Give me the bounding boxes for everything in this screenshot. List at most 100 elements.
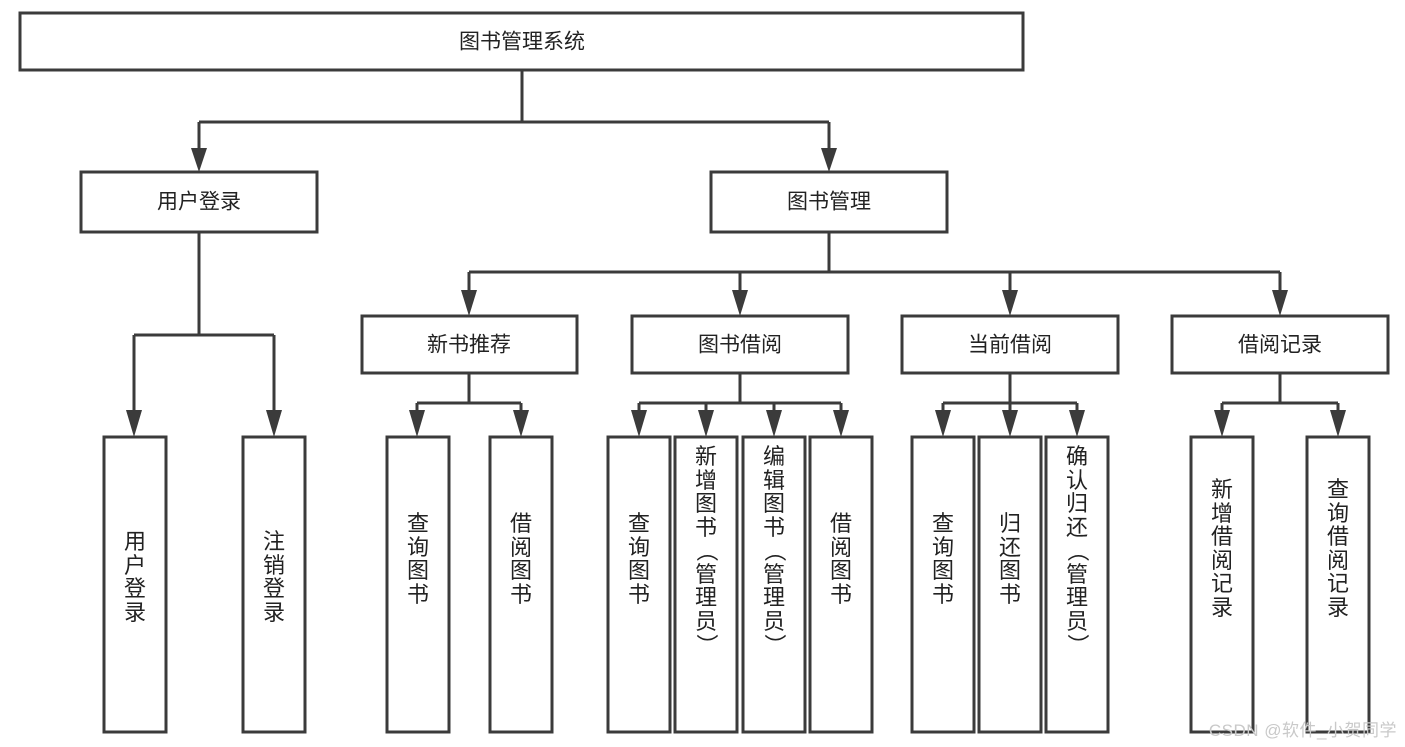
connector-currentborrow-to-leaves (935, 373, 1085, 437)
leaf-label-char: 询 (406, 534, 429, 560)
leaf-label-char: 归 (998, 511, 1021, 536)
leaf-label-char: 户 (123, 552, 146, 578)
node-user-login-label: 用户登录 (157, 191, 241, 214)
node-borrow-record[interactable] (1170, 314, 1390, 375)
leaf-label-add-book: 新增图书（管理员） (675, 445, 737, 657)
leaf-label-query-book-2: 查询图书 (608, 512, 670, 606)
leaf-label-char: 询 (931, 534, 954, 560)
leaf-box-add-book[interactable] (673, 435, 739, 734)
leaf-label-char: ） (761, 634, 787, 657)
leaf-label-user-login: 用户登录 (104, 530, 166, 624)
connector-userlogin-to-leaves (126, 232, 282, 437)
node-new-book-recommend[interactable] (360, 314, 579, 375)
leaf-label-char: 查 (627, 511, 650, 536)
leaf-label-char: 还 (998, 534, 1021, 560)
leaf-label-char: 书 (931, 581, 954, 607)
leaf-label-query-book-1: 查询图书 (387, 512, 449, 606)
leaf-label-char: 借 (509, 511, 532, 536)
leaf-label-char: 归 (1065, 491, 1088, 517)
node-borrow-record-label: 借阅记录 (1238, 334, 1322, 357)
leaf-label-char: 员 (1065, 608, 1088, 634)
leaf-box-query-book-1[interactable] (385, 435, 451, 734)
leaf-box-query-book-2[interactable] (606, 435, 672, 734)
leaf-box-return-book[interactable] (977, 435, 1043, 734)
leaf-label-char: 阅 (829, 534, 852, 560)
leaf-label-char: 新 (1210, 477, 1233, 502)
leaf-box-query-borrow-record[interactable] (1305, 435, 1371, 734)
leaf-label-char: 询 (627, 534, 650, 560)
leaf-label-char: 录 (262, 599, 285, 625)
leaf-label-char: 管 (762, 561, 785, 587)
leaf-label-char: 确 (1065, 444, 1088, 469)
leaf-label-char: 理 (762, 585, 785, 611)
leaf-label-char: 图 (406, 558, 429, 584)
leaf-label-char: 增 (694, 467, 717, 493)
node-new-book-recommend-label: 新书推荐 (427, 334, 511, 357)
leaf-label-confirm-return: 确认归还（管理员） (1046, 445, 1108, 657)
leaf-label-char: 理 (694, 585, 717, 611)
leaf-label-char: 书 (627, 581, 650, 607)
node-root[interactable] (18, 11, 1025, 72)
leaf-label-char: 新 (694, 444, 717, 469)
leaf-label-char: 书 (694, 514, 717, 540)
leaf-label-char: 增 (1210, 500, 1233, 526)
leaf-label-char: 阅 (1210, 547, 1233, 573)
leaf-box-add-borrow-record[interactable] (1189, 435, 1255, 734)
leaf-label-char: 员 (694, 608, 717, 634)
leaf-label-char: 阅 (1326, 547, 1349, 573)
leaf-label-char: 编 (762, 444, 785, 469)
leaf-label-char: 借 (829, 511, 852, 536)
leaf-label-char: 书 (829, 581, 852, 607)
leaf-label-char: 查 (931, 511, 954, 536)
leaf-label-char: 注 (262, 529, 285, 554)
leaf-box-borrow-book-1[interactable] (488, 435, 554, 734)
leaf-label-char: 登 (262, 576, 285, 602)
leaf-label-borrow-book-2: 借阅图书 (810, 512, 872, 606)
leaf-label-borrow-book-1: 借阅图书 (490, 512, 552, 606)
leaf-box-edit-book[interactable] (741, 435, 807, 734)
leaf-label-char: 书 (762, 514, 785, 540)
leaf-label-query-borrow-record: 查询借阅记录 (1307, 478, 1369, 619)
leaf-label-char: 录 (1326, 594, 1349, 620)
leaf-label-char: 借 (1326, 524, 1349, 550)
node-user-login[interactable] (79, 170, 319, 234)
connector-bookborrow-to-leaves (631, 373, 849, 437)
leaf-label-char: ） (1064, 634, 1090, 657)
leaf-label-char: 书 (998, 581, 1021, 607)
leaf-label-char: 图 (998, 558, 1021, 584)
leaf-label-edit-book: 编辑图书（管理员） (743, 445, 805, 657)
leaf-label-char: 员 (762, 608, 785, 634)
leaf-label-char: ） (693, 634, 719, 657)
connector-root-to-level2 (191, 70, 837, 172)
leaf-box-user-login[interactable] (102, 435, 168, 734)
leaf-label-char: 销 (262, 552, 285, 578)
node-current-borrow[interactable] (900, 314, 1120, 375)
node-book-management[interactable] (709, 170, 949, 234)
leaf-label-char: （ (1064, 539, 1090, 562)
leaf-box-borrow-book-2[interactable] (808, 435, 874, 734)
leaf-label-char: 图 (509, 558, 532, 584)
leaf-label-char: 书 (509, 581, 532, 607)
leaf-label-char: 用 (123, 529, 146, 554)
leaf-label-char: 记 (1326, 571, 1349, 597)
leaf-label-char: 录 (123, 599, 146, 625)
node-book-borrow[interactable] (630, 314, 850, 375)
leaf-label-char: 登 (123, 576, 146, 602)
csdn-watermark: CSDN @软件_小贺同学 (1208, 721, 1397, 740)
leaf-box-confirm-return[interactable] (1044, 435, 1110, 734)
leaf-label-char: 查 (406, 511, 429, 536)
leaf-label-logout: 注销登录 (243, 530, 305, 624)
leaf-label-char: 书 (406, 581, 429, 607)
node-book-borrow-label: 图书借阅 (698, 334, 782, 357)
leaf-label-char: 记 (1210, 571, 1233, 597)
leaf-label-char: 录 (1210, 594, 1233, 620)
node-root-label: 图书管理系统 (459, 31, 585, 54)
leaf-label-query-book-3: 查询图书 (912, 512, 974, 606)
leaf-box-logout[interactable] (241, 435, 307, 734)
leaf-label-char: 图 (694, 491, 717, 517)
leaf-box-query-book-3[interactable] (910, 435, 976, 734)
leaf-label-char: 阅 (509, 534, 532, 560)
leaf-label-char: 图 (829, 558, 852, 584)
